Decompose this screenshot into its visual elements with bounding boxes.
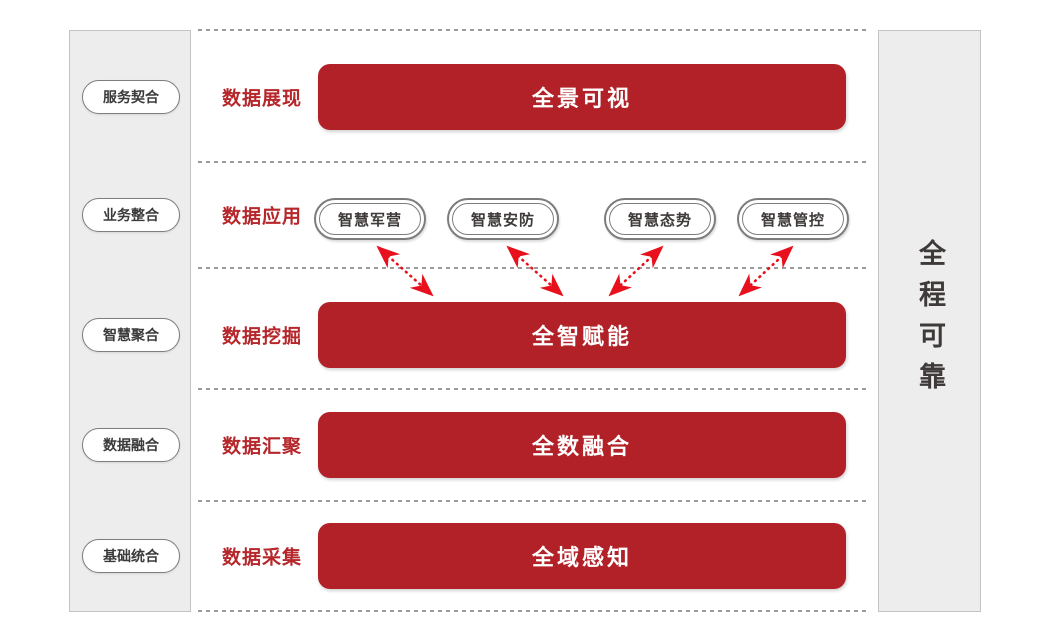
capability-pill-3: 智慧聚合	[82, 318, 180, 352]
dotted-divider-1	[198, 29, 868, 31]
layer-bar-4: 全域感知	[318, 523, 846, 589]
layer-label-5: 数据采集	[222, 546, 303, 569]
app-pill-2-label: 智慧安防	[452, 203, 554, 235]
app-pill-1-label: 智慧军营	[319, 203, 421, 235]
double-arrow-icon-1	[376, 245, 434, 297]
app-pill-3-label: 智慧态势	[609, 203, 711, 235]
dotted-divider-3	[198, 267, 868, 269]
double-arrow-icon-3	[608, 245, 664, 297]
app-pill-2: 智慧安防	[447, 198, 559, 240]
double-arrow-icon-4	[738, 245, 794, 297]
layer-label-4: 数据汇聚	[222, 435, 303, 458]
dotted-divider-2	[198, 161, 868, 163]
layer-label-2: 数据应用	[222, 205, 303, 228]
right-assurance-panel: 全程可靠	[878, 30, 981, 612]
app-pill-4-label: 智慧管控	[742, 203, 844, 235]
app-pill-4: 智慧管控	[737, 198, 849, 240]
dotted-divider-5	[198, 500, 868, 502]
vertical-label: 全程可靠	[914, 239, 945, 403]
layer-bar-1: 全景可视	[318, 64, 846, 130]
double-arrow-icon-2	[506, 245, 564, 297]
layer-bar-3: 全数融合	[318, 412, 846, 478]
layer-bar-2: 全智赋能	[318, 302, 846, 368]
capability-pill-5: 基础统合	[82, 539, 180, 573]
capability-pill-2: 业务整合	[82, 198, 180, 232]
layer-label-3: 数据挖掘	[222, 325, 303, 348]
capability-pill-1: 服务契合	[82, 80, 180, 114]
app-pill-3: 智慧态势	[604, 198, 716, 240]
dotted-divider-6	[198, 610, 868, 612]
dotted-divider-4	[198, 388, 868, 390]
capability-pill-4: 数据融合	[82, 428, 180, 462]
layer-label-1: 数据展现	[222, 87, 303, 110]
app-pill-1: 智慧军营	[314, 198, 426, 240]
